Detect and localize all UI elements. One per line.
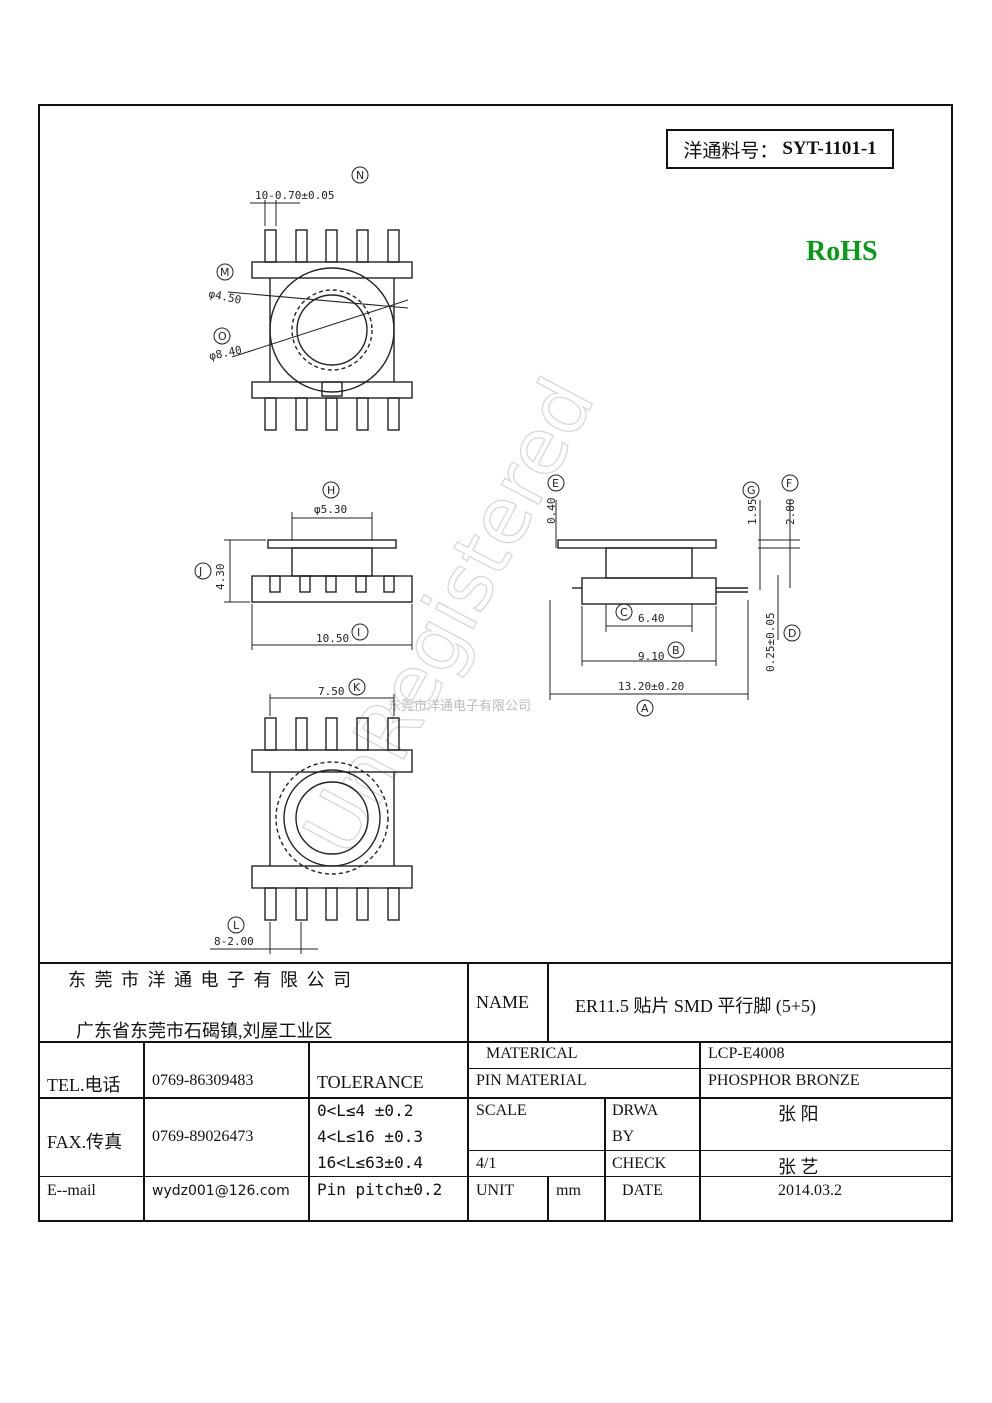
- product-name: ER11.5 贴片 SMD 平行脚 (5+5): [575, 996, 816, 1016]
- watermark-company: 东莞市洋通电子有限公司: [388, 698, 531, 714]
- company-name: 东 莞 市 洋 通 电 子 有 限 公 司: [68, 970, 353, 990]
- drawn-by-label-1: DRWA: [612, 1102, 659, 1119]
- top-pins-upper: [264, 229, 400, 263]
- dim-J: 4.30: [214, 564, 227, 591]
- callout-J: J: [198, 565, 202, 578]
- part-number-label: 洋通料号：: [683, 139, 779, 162]
- dim-H: φ5.30: [314, 503, 347, 516]
- date-label: DATE: [622, 1182, 663, 1199]
- callout-B: B: [672, 644, 680, 657]
- tolerance-row-4: Pin pitch±0.2: [317, 1180, 443, 1199]
- front-view: [224, 512, 413, 650]
- bottom-pins-upper: [264, 717, 400, 751]
- pin-material-value: PHOSPHOR BRONZE: [708, 1072, 860, 1089]
- tolerance-row-3: 16<L≤63±0.4: [317, 1153, 423, 1172]
- callout-K: K: [353, 681, 361, 694]
- callout-H: H: [327, 484, 335, 497]
- scale-label: SCALE: [476, 1102, 527, 1119]
- dim-K: 7.50: [318, 685, 345, 698]
- top-view: [227, 200, 413, 431]
- unit-label: UNIT: [476, 1182, 515, 1199]
- dim-G: 1.95: [746, 499, 759, 526]
- dim-C: 6.40: [638, 612, 665, 625]
- drawn-by-value: 张 阳: [778, 1104, 819, 1124]
- tolerance-row-2: 4<L≤16 ±0.3: [317, 1127, 423, 1146]
- watermark-unregistered: UnRegistered: [287, 364, 612, 868]
- tolerance-label: TOLERANCE: [317, 1072, 424, 1092]
- dim-I: 10.50: [316, 632, 349, 645]
- fax-value: 0769-89026473: [152, 1128, 254, 1145]
- callout-C: C: [620, 606, 628, 619]
- bottom-view: [210, 694, 413, 954]
- date-value: 2014.03.2: [778, 1182, 842, 1199]
- callout-O: O: [218, 330, 227, 343]
- callout-I: I: [357, 626, 360, 639]
- email-value: wydz001@126.com: [152, 1183, 290, 1199]
- dim-B: 9.10: [638, 650, 665, 663]
- check-value: 张 艺: [778, 1157, 819, 1177]
- dim-A: 13.20±0.20: [618, 680, 684, 693]
- rohs-mark: RoHS: [806, 236, 878, 267]
- dim-O: φ8.40: [208, 343, 243, 363]
- top-pins-lower: [264, 397, 400, 431]
- unit-value: mm: [556, 1182, 581, 1199]
- dim-E: 0.40: [545, 498, 558, 525]
- tel-value: 0769-86309483: [152, 1072, 254, 1089]
- dim-N: 10-0.70±0.05: [255, 189, 334, 202]
- callout-A: A: [641, 702, 649, 715]
- front-pins: [269, 575, 395, 593]
- bottom-pins-lower: [264, 887, 400, 921]
- fax-label: FAX.传真: [47, 1132, 123, 1152]
- company-address: 广东省东莞市石碣镇,刘屋工业区: [76, 1021, 333, 1041]
- callout-N: N: [356, 169, 364, 182]
- name-label: NAME: [476, 992, 529, 1012]
- dim-D: 0.25±0.05: [764, 612, 777, 672]
- dim-M: φ4.50: [207, 287, 242, 307]
- callout-F: F: [786, 477, 792, 490]
- drawn-by-label-2: BY: [612, 1128, 635, 1145]
- drawing-border: [38, 104, 953, 1222]
- scale-value: 4/1: [476, 1155, 497, 1172]
- tel-label: TEL.电话: [47, 1075, 121, 1095]
- pin-material-label: PIN MATERIAL: [476, 1072, 587, 1089]
- dim-L: 8-2.00: [214, 935, 254, 948]
- callout-G: G: [747, 484, 756, 497]
- callout-D: D: [788, 627, 796, 640]
- side-view: [549, 500, 800, 700]
- material-value: LCP-E4008: [708, 1045, 785, 1062]
- material-label: MATERICAL: [486, 1045, 578, 1062]
- check-label: CHECK: [612, 1155, 667, 1172]
- part-number: SYT-1101-1: [782, 138, 877, 159]
- tolerance-row-1: 0<L≤4 ±0.2: [317, 1101, 414, 1120]
- callout-L: L: [233, 919, 240, 932]
- callout-M: M: [220, 266, 230, 279]
- email-label: E--mail: [47, 1182, 96, 1199]
- dim-F: 2.80: [784, 499, 797, 526]
- callout-E: E: [552, 477, 559, 490]
- part-number-box: 洋通料号： SYT-1101-1: [666, 129, 894, 169]
